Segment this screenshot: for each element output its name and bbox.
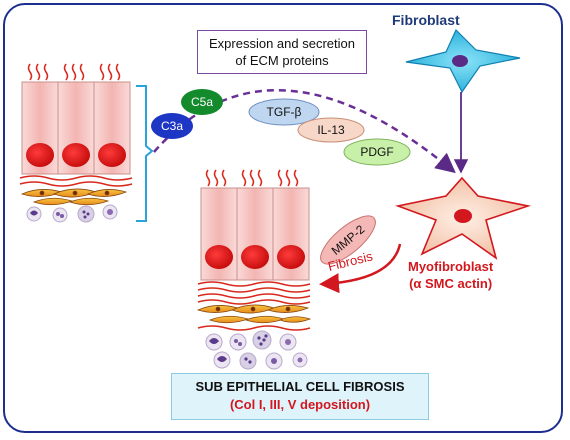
myofibroblast-line2: (α SMC actin) — [409, 276, 493, 291]
fibrosis-arrow — [319, 243, 402, 294]
il13-label: IL-13 — [317, 123, 345, 137]
myofibroblast-cell — [395, 176, 532, 260]
nucleus — [241, 245, 269, 269]
tgf-beta-label: TGF-β — [267, 105, 302, 119]
mediator-tgf-beta: TGF-β — [248, 98, 320, 126]
myofibroblast-label: Myofibroblast (α SMC actin) — [408, 258, 493, 292]
mediator-il13: IL-13 — [297, 117, 365, 143]
fibrosis-caption-box: SUB EPITHELIAL CELL FIBROSIS (Col I, III… — [171, 373, 429, 420]
caption-subtitle: (Col I, III, V deposition) — [229, 397, 371, 412]
ecm-box-line1: Expression and secretion — [209, 36, 355, 51]
left-epithelium — [19, 63, 133, 223]
myofibroblast-line1: Myofibroblast — [408, 259, 494, 274]
c5a-label: C5a — [191, 95, 213, 109]
nucleus — [26, 143, 54, 167]
pdgf-label: PDGF — [360, 145, 393, 159]
left-fibroblasts — [20, 188, 128, 206]
mediator-c3a: C3a — [151, 113, 193, 139]
fibroblast-label: Fibroblast — [392, 12, 460, 28]
nucleus — [98, 143, 126, 167]
nucleus — [62, 143, 90, 167]
c3a-label: C3a — [161, 119, 183, 133]
ecm-expression-box: Expression and secretion of ECM proteins — [197, 30, 367, 74]
bracket — [136, 85, 154, 222]
main-cilia — [205, 169, 299, 187]
ecm-box-line2: of ECM proteins — [235, 53, 329, 68]
fibroblast-cell — [405, 28, 521, 94]
mediator-c5a: C5a — [181, 89, 223, 115]
left-immune-cells — [26, 204, 118, 223]
dashed-arrow — [153, 89, 456, 174]
diagram-frame — [3, 3, 563, 433]
main-fibroblasts — [196, 304, 312, 324]
nucleus — [277, 245, 305, 269]
main-collagen-fibers — [197, 281, 311, 331]
main-epithelium — [196, 169, 312, 370]
left-cilia — [27, 63, 121, 81]
caption-title: SUB EPITHELIAL CELL FIBROSIS — [195, 379, 405, 394]
main-immune-cells — [205, 330, 308, 370]
mediator-pdgf: PDGF — [343, 138, 411, 166]
left-collagen-fibers — [19, 175, 133, 187]
nucleus — [205, 245, 233, 269]
